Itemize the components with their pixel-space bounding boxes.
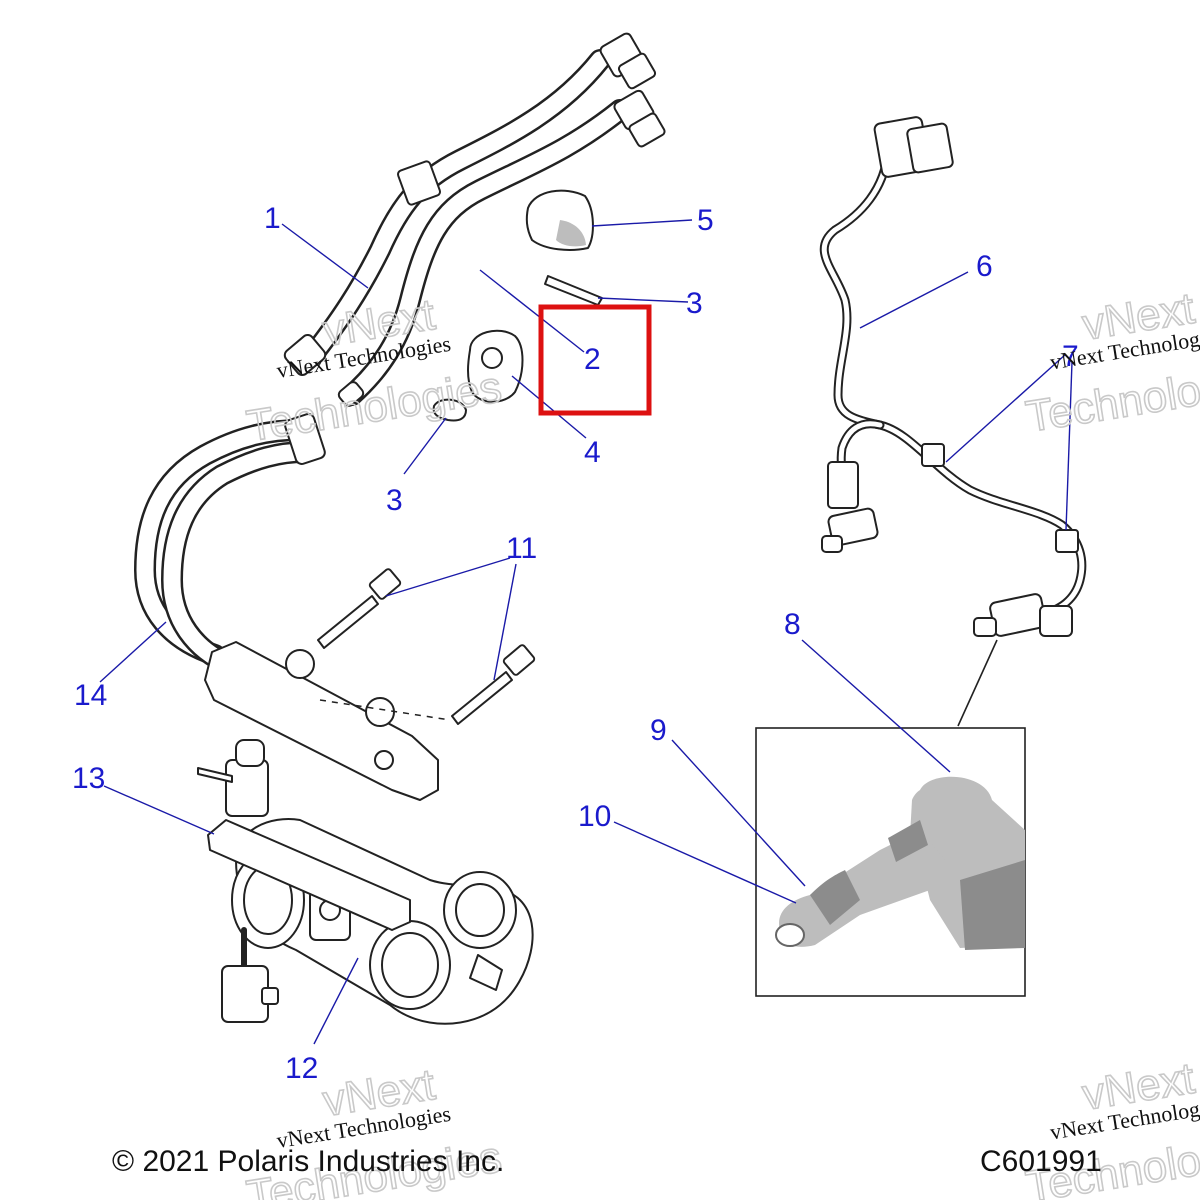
callout-14: 14 bbox=[74, 679, 107, 712]
fuel-rail bbox=[204, 641, 451, 801]
callout-9: 9 bbox=[650, 714, 667, 747]
watermark-upper-left: vNext vNext Technologies Technologies bbox=[243, 289, 506, 452]
hose-cover-5 bbox=[525, 189, 594, 251]
callout-labels: 1 2 3 3 4 5 6 7 8 9 10 11 12 13 14 bbox=[72, 202, 1079, 1085]
callout-8: 8 bbox=[784, 608, 801, 641]
figure-code: C601991 bbox=[980, 1145, 1102, 1178]
svg-text:Technologies: Technologies bbox=[1023, 353, 1200, 442]
fuel-rail-hose-14 bbox=[134, 413, 326, 676]
watermark-upper-right: vNext vNext Technologies Technologies bbox=[1022, 283, 1200, 443]
callout-13: 13 bbox=[72, 762, 105, 795]
callout-1: 1 bbox=[264, 202, 281, 235]
clamp-3-lower bbox=[432, 398, 467, 422]
callout-4: 4 bbox=[584, 436, 601, 469]
callout-10: 10 bbox=[578, 800, 611, 833]
leader-lines bbox=[99, 219, 1073, 1045]
injector-detail-inset bbox=[755, 639, 1026, 997]
sensor-bracket-13 bbox=[197, 739, 411, 1023]
bolt-11-lower bbox=[451, 644, 536, 725]
callout-3-upper: 3 bbox=[686, 287, 703, 320]
fuel-hose-2 bbox=[337, 89, 666, 407]
callout-2: 2 bbox=[584, 343, 601, 376]
callout-6: 6 bbox=[976, 250, 993, 283]
callout-7: 7 bbox=[1062, 340, 1079, 373]
callout-2-highlight-box bbox=[538, 304, 652, 416]
fuel-hose-1 bbox=[283, 32, 657, 376]
bolt-11-upper bbox=[317, 568, 402, 649]
strap-3-upper bbox=[544, 275, 603, 306]
copyright-text: © 2021 Polaris Industries Inc. bbox=[112, 1145, 504, 1178]
wire-harness-6 bbox=[819, 116, 1087, 637]
callout-3-lower: 3 bbox=[386, 484, 403, 517]
clamp-4 bbox=[467, 329, 524, 403]
callout-5: 5 bbox=[697, 204, 714, 237]
callout-11: 11 bbox=[506, 532, 537, 565]
callout-12: 12 bbox=[285, 1052, 318, 1085]
